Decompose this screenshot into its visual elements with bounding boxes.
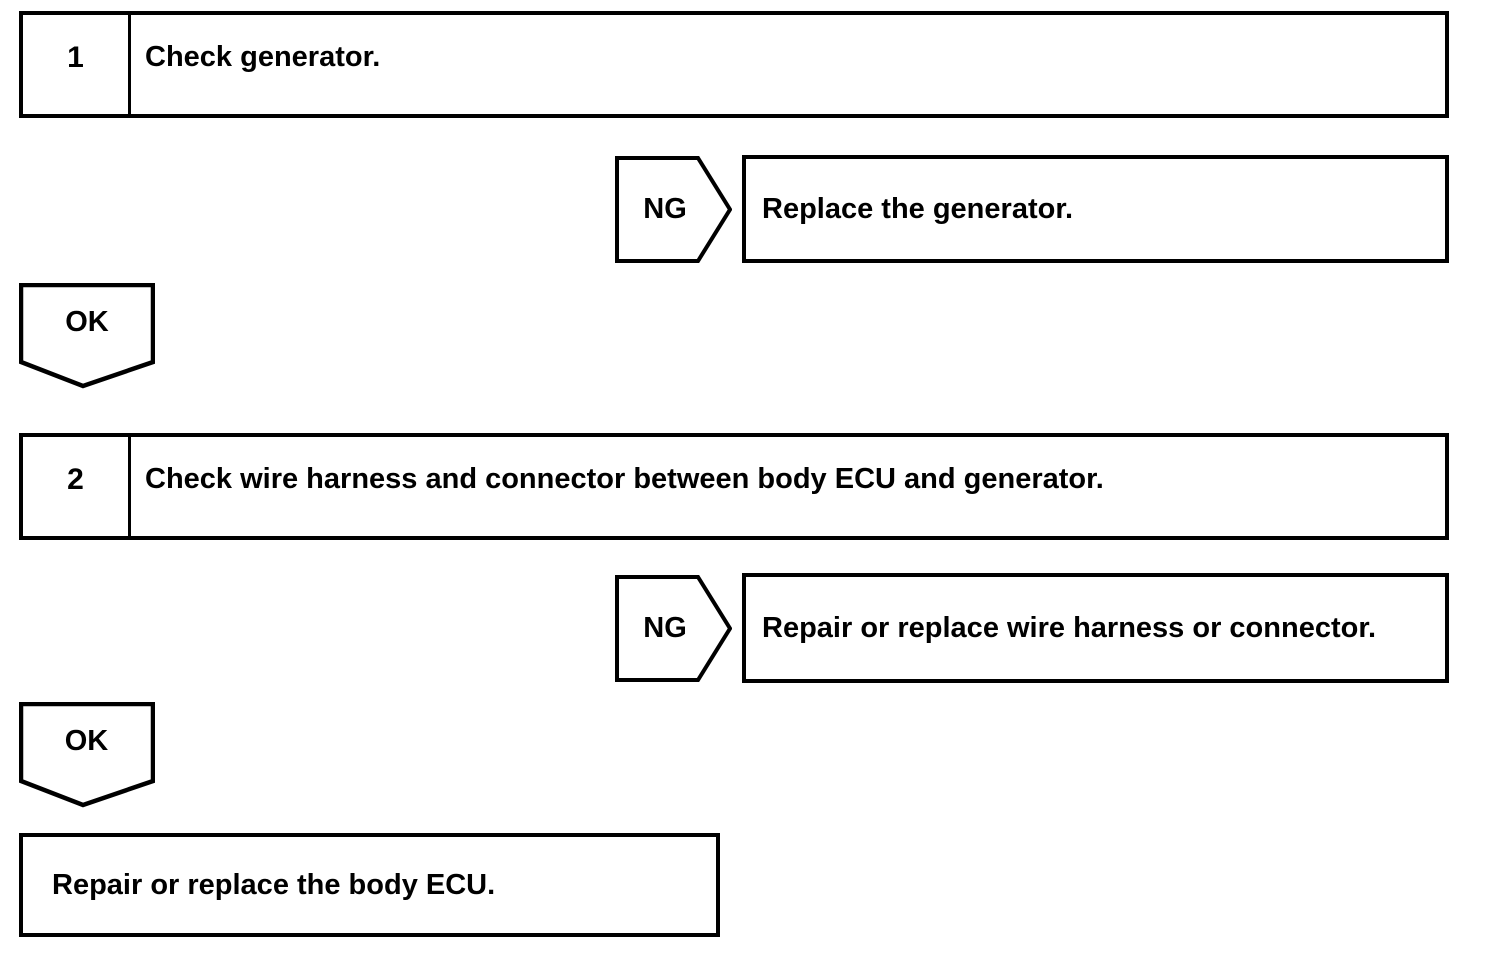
- step-2-ng-result-box: Repair or replace wire harness or connec…: [742, 573, 1449, 683]
- step-1-instruction: Check generator.: [145, 41, 381, 73]
- step-1-box: 1 Check generator.: [19, 11, 1449, 118]
- step-2-box: 2 Check wire harness and connector betwe…: [19, 433, 1449, 540]
- step-2-ng-arrow-icon: [615, 575, 732, 682]
- step-2-ok-arrow-icon: [19, 702, 155, 808]
- final-action-box: Repair or replace the body ECU.: [19, 833, 720, 937]
- step-2-number: 2: [23, 437, 131, 536]
- step-1-ng-result-text: Replace the generator.: [762, 192, 1074, 225]
- final-action-text: Repair or replace the body ECU.: [52, 868, 496, 901]
- step-1-number: 1: [23, 15, 131, 114]
- step-2-ng-result-text: Repair or replace wire harness or connec…: [762, 611, 1377, 644]
- step-1-ok-arrow-icon: [19, 283, 155, 389]
- step-2-instruction: Check wire harness and connector between…: [145, 463, 1104, 495]
- step-1-ng-arrow-icon: [615, 156, 732, 263]
- step-1-ng-result-box: Replace the generator.: [742, 155, 1449, 263]
